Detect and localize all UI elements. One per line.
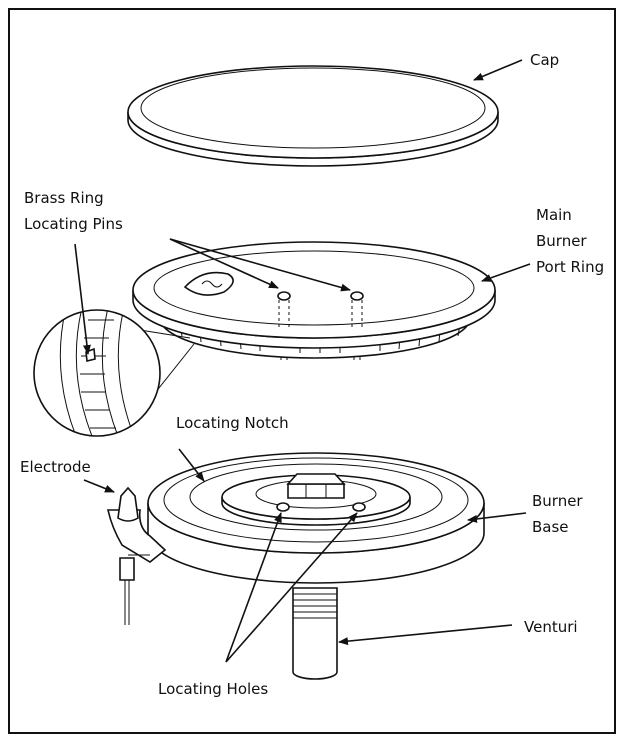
pin-arrow-left xyxy=(169,238,279,289)
main-burner-label-line3: Port Ring xyxy=(536,258,604,276)
electrode-arrow xyxy=(83,479,115,493)
base-arrow xyxy=(467,512,527,523)
venturi-part xyxy=(292,587,338,680)
cap-label: Cap xyxy=(530,51,559,69)
main-burner-port-ring-part xyxy=(132,241,496,360)
pin-arrow-right xyxy=(169,238,351,292)
burner-base-part xyxy=(107,452,485,625)
burner-base-label-line2: Base xyxy=(532,518,569,536)
main-burner-label-line2: Burner xyxy=(536,232,587,250)
locating-holes-label: Locating Holes xyxy=(158,680,268,698)
inset-arrow xyxy=(74,243,91,355)
venturi-label: Venturi xyxy=(524,618,578,636)
venturi-arrow xyxy=(338,624,513,646)
notch-arrow xyxy=(178,448,205,482)
cap-arrow xyxy=(473,59,523,81)
locating-notch-label: Locating Notch xyxy=(176,414,289,432)
diagram-border xyxy=(8,8,616,734)
electrode-label: Electrode xyxy=(20,458,91,476)
brass-ring-label-line1: Brass Ring xyxy=(24,189,104,207)
main-burner-label-line1: Main xyxy=(536,206,572,224)
brass-ring-label-line2: Locating Pins xyxy=(24,215,123,233)
port-ring-arrow xyxy=(481,263,531,282)
callout-lines xyxy=(74,59,531,663)
cap-part xyxy=(127,65,499,167)
burner-base-label-line1: Burner xyxy=(532,492,583,510)
hole-arrow-left xyxy=(225,512,282,663)
hole-arrow-right xyxy=(225,512,358,663)
